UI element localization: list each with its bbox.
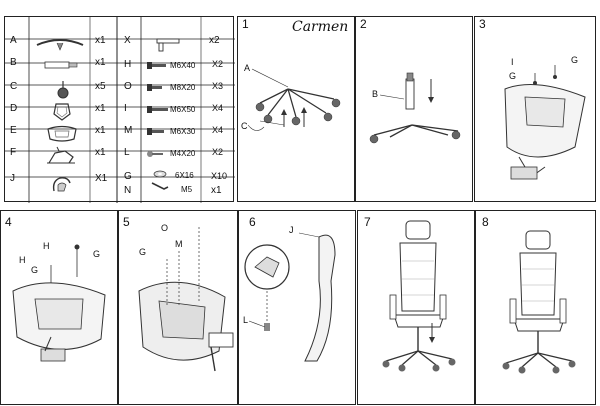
part-size: M8X20 <box>170 83 196 92</box>
part-qty: X4 <box>212 103 224 113</box>
step-number: 1 <box>242 17 249 31</box>
part-qty: x1 <box>95 103 106 114</box>
step-6-panel: 6 J L <box>238 210 356 405</box>
bolt-icon <box>147 106 168 113</box>
part-qty: X1 <box>95 173 108 184</box>
part-qty: x2 <box>209 35 220 46</box>
part-letter: M <box>124 125 133 136</box>
part-callout: L <box>243 315 249 325</box>
part-letter: N <box>124 185 132 196</box>
part-callout: B <box>372 89 379 99</box>
mechanism-icon <box>47 146 75 164</box>
bolt-icon <box>147 84 162 91</box>
part-letter: F <box>10 147 17 158</box>
part-qty: x1 <box>95 147 106 158</box>
part-callout: G <box>509 71 517 81</box>
part-letter: C <box>10 81 18 92</box>
step-2-panel: 2 B <box>355 16 473 202</box>
part-qty: X10 <box>211 171 228 181</box>
step-number: 5 <box>123 215 130 229</box>
finished-chair-drawing <box>502 230 576 374</box>
chair-height-drawing <box>382 220 456 372</box>
part-size: M6X30 <box>170 127 196 136</box>
part-letter: J <box>10 173 15 184</box>
step-number: 3 <box>479 17 486 31</box>
part-letter: A <box>10 35 17 46</box>
part-callout: G <box>93 249 101 259</box>
part-letter: O <box>124 81 132 92</box>
armrest-bracket-icon <box>156 38 180 52</box>
part-letter: D <box>10 103 18 114</box>
part-callout: H <box>43 241 50 251</box>
part-qty: x1 <box>95 35 106 46</box>
parts-list-panel: A x1 B x1 C x5 D x1 E x1 F x1 J X1 X x2 <box>4 16 235 203</box>
gas-lift-insert-drawing <box>369 72 461 144</box>
part-size: M6X40 <box>170 61 196 70</box>
parts-grid <box>5 17 235 203</box>
part-qty: X2 <box>212 147 224 157</box>
step-number: 6 <box>249 215 256 229</box>
step-5-panel: 5 O G M <box>118 210 238 405</box>
allen-key-icon <box>151 182 169 190</box>
part-callout: C <box>241 121 248 131</box>
bolt-icon <box>147 128 164 135</box>
part-qty: x1 <box>95 57 106 68</box>
part-qty: X3 <box>212 81 224 91</box>
part-callout: G <box>571 55 579 65</box>
part-letter: I <box>124 103 127 114</box>
step-4-panel: 4 H G H G <box>0 210 118 405</box>
part-callout: G <box>139 247 147 257</box>
headrest-attach-drawing <box>244 232 336 362</box>
part-callout: H <box>19 255 26 265</box>
base-assembly-drawing <box>247 68 341 131</box>
bolt-icon <box>147 62 166 69</box>
backrest-attach-drawing <box>12 244 106 362</box>
washer-icon <box>153 170 167 178</box>
part-callout: J <box>289 225 294 235</box>
caster-icon <box>57 81 69 99</box>
part-qty: x5 <box>95 81 106 92</box>
part-size: M6X50 <box>170 105 196 114</box>
part-callout: A <box>244 63 251 73</box>
screw-icon <box>147 151 163 157</box>
gas-lift-icon <box>44 61 78 69</box>
seat-mechanism-drawing <box>504 65 586 180</box>
part-qty: X2 <box>212 59 224 69</box>
part-qty: X4 <box>212 125 224 135</box>
part-size: M5 <box>181 185 193 194</box>
armrest-attach-drawing <box>138 227 234 372</box>
step-1-panel: 1 Carmen A C <box>237 16 355 202</box>
seat-frame-icon <box>47 125 77 142</box>
part-letter: B <box>10 57 17 68</box>
part-callout: G <box>31 265 39 275</box>
part-callout: M <box>175 239 183 249</box>
part-letter: L <box>124 147 130 158</box>
headrest-bracket-icon <box>52 177 71 192</box>
step-number: 7 <box>364 215 371 229</box>
part-callout: I <box>511 57 514 67</box>
part-letter: H <box>124 59 132 70</box>
backrest-frame-icon <box>53 103 71 121</box>
brand-logo: Carmen <box>292 19 349 35</box>
part-letter: X <box>124 35 131 46</box>
part-letter: G <box>124 171 132 182</box>
part-letter: E <box>10 125 17 136</box>
part-qty: x1 <box>211 185 222 196</box>
part-qty: x1 <box>95 125 106 136</box>
part-callout: O <box>161 223 169 233</box>
step-7-panel: 7 <box>357 210 475 405</box>
step-number: 2 <box>360 17 367 31</box>
step-number: 4 <box>5 215 12 229</box>
step-3-panel: 3 I G G <box>474 16 596 202</box>
step-number: 8 <box>482 215 489 229</box>
part-size: M4X20 <box>170 149 196 158</box>
base-icon <box>36 39 84 51</box>
step-8-panel: 8 <box>475 210 596 405</box>
part-size: 6X16 <box>175 171 194 180</box>
